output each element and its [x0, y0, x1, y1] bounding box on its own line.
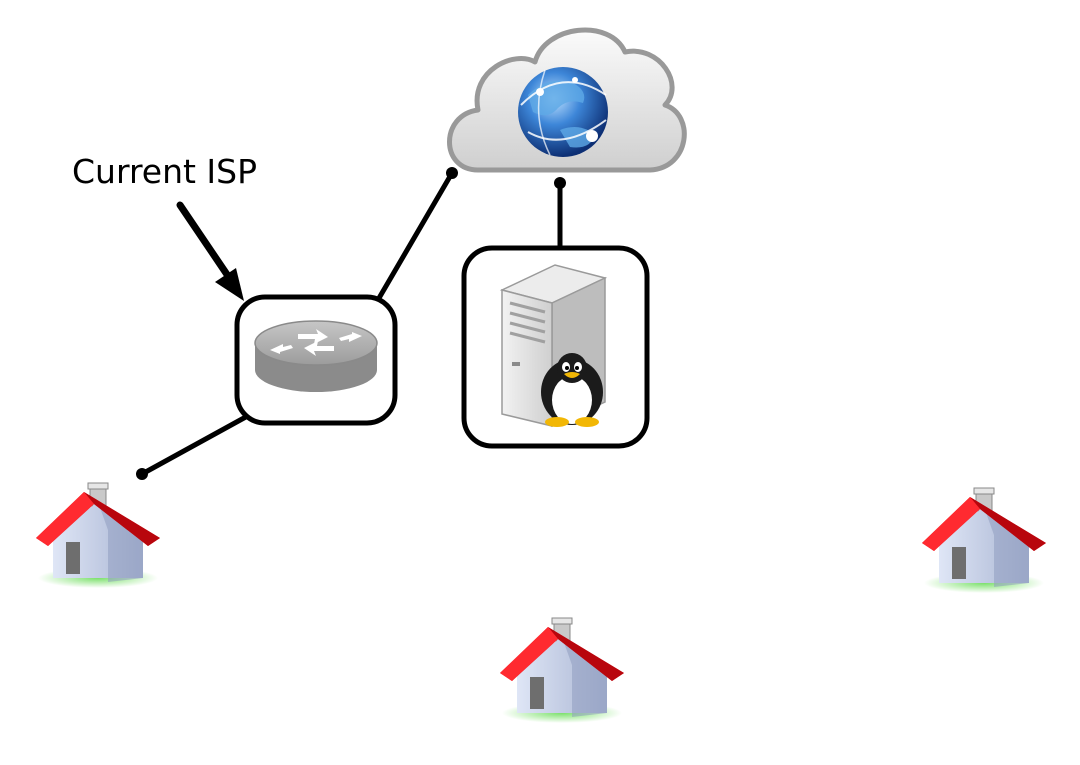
router-node — [234, 294, 398, 426]
link-router-internet — [372, 170, 455, 308]
house-icon — [35, 482, 161, 589]
endpoint-dot — [136, 468, 148, 480]
router-icon — [254, 320, 378, 392]
current-isp-label: Current ISP — [72, 152, 257, 191]
internet-cloud-icon — [447, 27, 687, 173]
globe-icon — [518, 67, 608, 157]
house-icon — [921, 487, 1047, 594]
server-node — [461, 245, 650, 449]
connection-lines — [139, 170, 563, 477]
link-endpoints — [136, 167, 566, 480]
endpoint-dot — [554, 177, 566, 189]
house-left — [35, 482, 161, 589]
house-center — [499, 617, 625, 724]
annotation-arrow — [176, 201, 244, 301]
link-router-house — [139, 410, 256, 477]
endpoint-dot — [446, 167, 458, 179]
house-icon — [499, 617, 625, 724]
linux-server-icon — [499, 264, 608, 428]
tux-penguin-icon — [541, 353, 603, 427]
house-right — [921, 487, 1047, 594]
